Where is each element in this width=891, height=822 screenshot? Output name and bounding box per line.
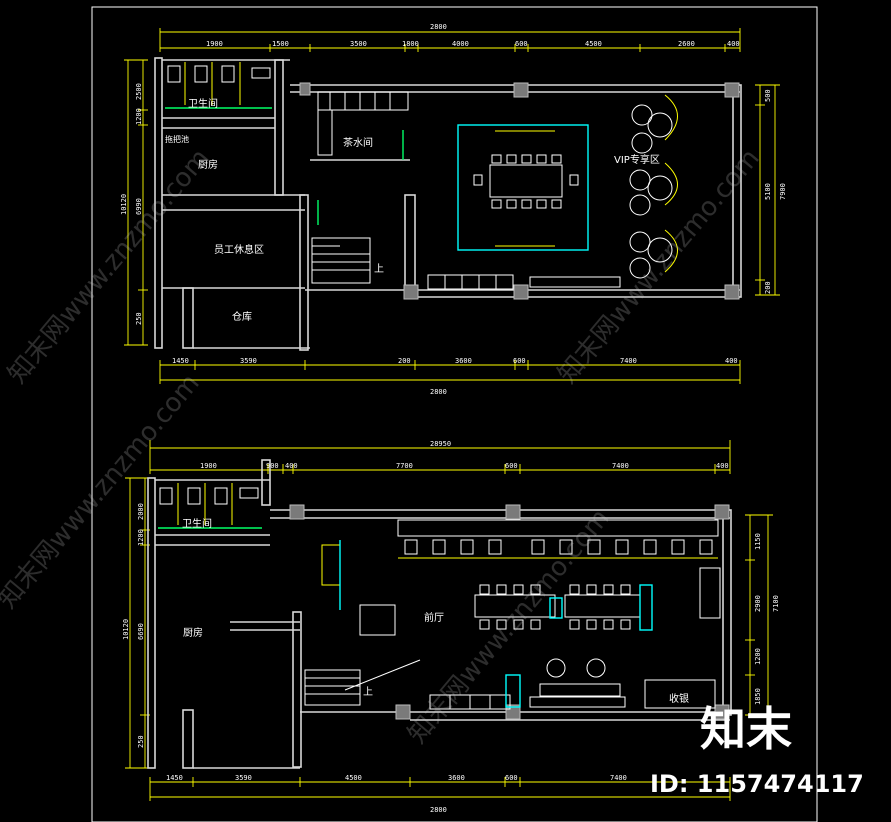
upper-top-dimensions: 2800 1900 1500 3500 1800 4000 600 4500 2… — [159, 23, 741, 52]
dim-label: 1450 — [172, 357, 189, 365]
dim-label: 3600 — [448, 774, 465, 782]
lower-bottom-dimensions: 1450 3590 4500 3600 600 7400 2800 — [149, 774, 731, 814]
dim-label: 4500 — [585, 40, 602, 48]
asset-id-label: ID: 1157474117 — [650, 770, 864, 798]
lower-round-tables — [539, 658, 621, 697]
upper-bench — [427, 274, 621, 290]
dim-label: 7100 — [772, 595, 780, 612]
room-label-cashier: 收银 — [669, 692, 689, 705]
watermark-text: 知末网www.znzmo.com — [0, 368, 206, 614]
dim-label: 600 — [515, 40, 528, 48]
dim-label: 10120 — [120, 194, 128, 215]
room-label-tea-room: 茶水间 — [343, 136, 373, 149]
watermark-text: 知末网www.znzmo.com — [2, 143, 215, 389]
dim-label: 2900 — [754, 595, 762, 612]
upper-tea-room — [317, 91, 409, 160]
dim-label: 7700 — [396, 462, 413, 470]
upper-total-dim: 2800 — [430, 23, 447, 31]
dim-label: 4000 — [452, 40, 469, 48]
dim-label: 1900 — [206, 40, 223, 48]
dim-label: 6990 — [135, 198, 143, 215]
dim-label: 1200 — [754, 648, 762, 665]
dim-label: 4500 — [345, 774, 362, 782]
room-label-toilet: 卫生间 — [182, 517, 212, 530]
room-label-vip-area: VIP专享区 — [614, 153, 660, 166]
dim-label: 10120 — [122, 619, 130, 640]
upper-toilet-fixtures — [165, 62, 272, 109]
dim-label: 3590 — [240, 357, 257, 365]
room-label-lobby: 前厅 — [424, 611, 444, 624]
dim-label: 7400 — [612, 462, 629, 470]
lower-cashier-counter — [644, 679, 716, 709]
upper-bottom-total-dim: 2800 — [430, 388, 447, 396]
room-label-toilet: 卫生间 — [188, 97, 218, 110]
dim-label: 1800 — [402, 40, 419, 48]
lower-stair — [304, 659, 421, 706]
dim-label: 7400 — [610, 774, 627, 782]
lower-window-bench — [429, 674, 626, 710]
dim-label: 250 — [135, 312, 143, 325]
dim-label: 1150 — [754, 533, 762, 550]
room-label-mop-sink: 拖把池 — [165, 134, 189, 144]
upper-vip-seating — [629, 94, 678, 279]
dim-label: 1450 — [166, 774, 183, 782]
dim-label: 500 — [764, 89, 772, 102]
watermark-layer: 知末网www.znzmo.com 知末网www.znzmo.com 知末网www… — [0, 143, 766, 749]
dim-label: 3590 — [235, 774, 252, 782]
dim-label: 200 — [764, 281, 772, 294]
dim-label: 400 — [727, 40, 740, 48]
dim-label: 7900 — [779, 183, 787, 200]
lower-total-dim: 28950 — [430, 440, 451, 448]
dim-label: 7400 — [620, 357, 637, 365]
lower-booth-row — [397, 519, 719, 559]
lower-long-tables — [474, 567, 721, 631]
room-label-storage: 仓库 — [232, 310, 252, 323]
dim-label: 1900 — [200, 462, 217, 470]
lower-bottom-total-dim: 2800 — [430, 806, 447, 814]
upper-walls — [154, 57, 742, 351]
room-label-kitchen: 厨房 — [198, 158, 218, 171]
dim-label: 1500 — [272, 40, 289, 48]
dim-label: 400 — [285, 462, 298, 470]
upper-floor-plan: 2800 1900 1500 3500 1800 4000 600 4500 2… — [120, 23, 787, 396]
dim-label: 600 — [505, 774, 518, 782]
dim-label: 1200 — [135, 108, 143, 125]
dim-label: 2600 — [678, 40, 695, 48]
dim-label: 200 — [398, 357, 411, 365]
drawing-frame — [91, 6, 818, 822]
lower-right-dimensions: 1150 2900 7100 1200 1850 — [745, 514, 780, 716]
lower-reception-desk — [359, 604, 396, 636]
dim-label: 600 — [513, 357, 526, 365]
dim-label: 400 — [725, 357, 738, 365]
upper-bottom-dimensions: 1450 3590 200 3600 600 7400 400 2800 — [159, 357, 741, 396]
dim-label: 900 — [266, 462, 279, 470]
room-label-staff-rest: 员工休息区 — [214, 243, 264, 256]
dim-label: 400 — [716, 462, 729, 470]
dim-label: 6690 — [137, 623, 145, 640]
dim-label: 2000 — [137, 503, 145, 520]
lower-walls — [147, 459, 732, 769]
dim-label: 1850 — [754, 688, 762, 705]
dim-label: 5100 — [764, 183, 772, 200]
dim-label: 3600 — [455, 357, 472, 365]
dim-label: 600 — [505, 462, 518, 470]
dim-label: 3500 — [350, 40, 367, 48]
dim-label: 250 — [137, 735, 145, 748]
brand-logo-text: 知末 — [700, 702, 792, 756]
upper-right-dimensions: 500 5100 7900 200 — [755, 84, 787, 296]
stair-up-label: 上 — [374, 263, 384, 275]
room-label-kitchen: 厨房 — [183, 626, 203, 639]
upper-left-dimensions: 2500 1200 10120 6990 250 — [120, 59, 148, 346]
dim-label: 1200 — [137, 529, 145, 546]
upper-dining-table — [457, 124, 589, 251]
lower-partition — [321, 544, 341, 586]
lower-left-dimensions: 2000 1200 10120 6690 250 — [122, 477, 150, 769]
upper-stair — [311, 200, 371, 284]
lower-toilet-fixtures — [158, 483, 262, 529]
lower-top-dimensions: 28950 1900 900 400 7700 600 7400 400 — [149, 440, 731, 474]
stair-up-label: 上 — [363, 686, 373, 698]
dim-label: 2500 — [135, 83, 143, 100]
lower-floor-plan: 28950 1900 900 400 7700 600 7400 400 200… — [122, 440, 780, 814]
